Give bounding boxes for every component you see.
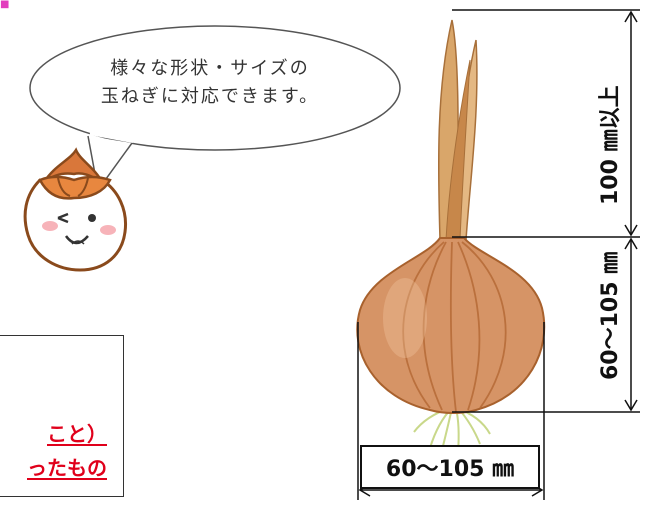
onion-illustration (356, 19, 546, 453)
corner-mark: ■ (0, 0, 10, 10)
speech-bubble-text: 様々な形状・サイズの 玉ねぎに対応できます。 (65, 55, 355, 111)
bubble-line-2: 玉ねぎに対応できます。 (100, 86, 320, 107)
onion-mascot (23, 147, 128, 272)
top-length-label: 100 ㎜以上 (598, 85, 623, 205)
bulb-height-label: 60～105 ㎜ (598, 251, 623, 380)
bulb-width-text: 60～105 ㎜ (385, 457, 515, 482)
note-line-1: こと） (47, 422, 107, 446)
dimension-lines (357, 9, 640, 500)
note-line-2: ったもの (27, 456, 107, 480)
note-box: こと） ったもの (0, 335, 124, 497)
bulb-width-label: 60～105 ㎜ (360, 445, 540, 489)
bubble-line-1: 様々な形状・サイズの (110, 58, 310, 79)
